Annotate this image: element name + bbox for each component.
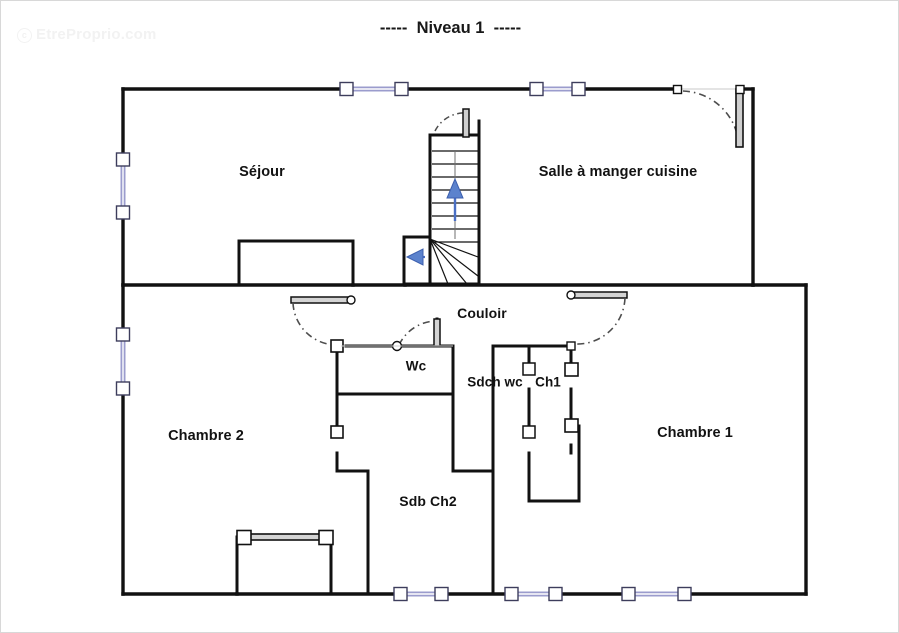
door-staircase-top [434,108,470,138]
room-label-sejour: Séjour [239,164,285,180]
staircase-winder [429,238,479,285]
doorway-marker-group [330,362,579,439]
door-corridor-wc [341,318,453,352]
stair-direction-arrow-icon [405,248,425,266]
watermark: c EtreProprio.com [17,26,157,43]
page-title: ----- Niveau 1 ----- [379,19,522,37]
window-left-1 [115,152,131,220]
room-label-chambre-1: Chambre 1 [657,425,733,441]
interior-walls [235,119,581,596]
copyright-icon: c [17,28,32,43]
door-entrance-top-right [672,84,745,148]
watermark-text: EtreProprio.com [36,26,157,43]
window-bottom-1 [393,586,449,602]
door-group [290,84,745,353]
window-top-2 [529,81,586,97]
staircase [405,150,479,285]
stair-up-arrow-icon [446,177,464,221]
door-chambre1-corridor [566,290,628,351]
room-label-sdch-wc: Sdch wc [467,374,523,390]
room-label-chambre-2: Chambre 2 [168,428,244,444]
alcove-rail-chambre2 [236,529,334,546]
room-label-couloir: Couloir [457,305,507,321]
room-label-wc: Wc [405,358,427,374]
room-label-sdb-ch2: Sdb Ch2 [399,493,457,509]
window-bottom-3 [621,586,692,602]
window-bottom-2 [504,586,563,602]
door-sejour-hall [290,295,356,353]
room-label-salle-a-manger-cuisine: Salle à manger cuisine [538,164,698,180]
window-left-2 [115,327,131,396]
exterior-walls [121,87,808,596]
room-label-ch1: Ch1 [535,374,561,390]
window-group [115,81,692,602]
window-top-1 [339,81,409,97]
